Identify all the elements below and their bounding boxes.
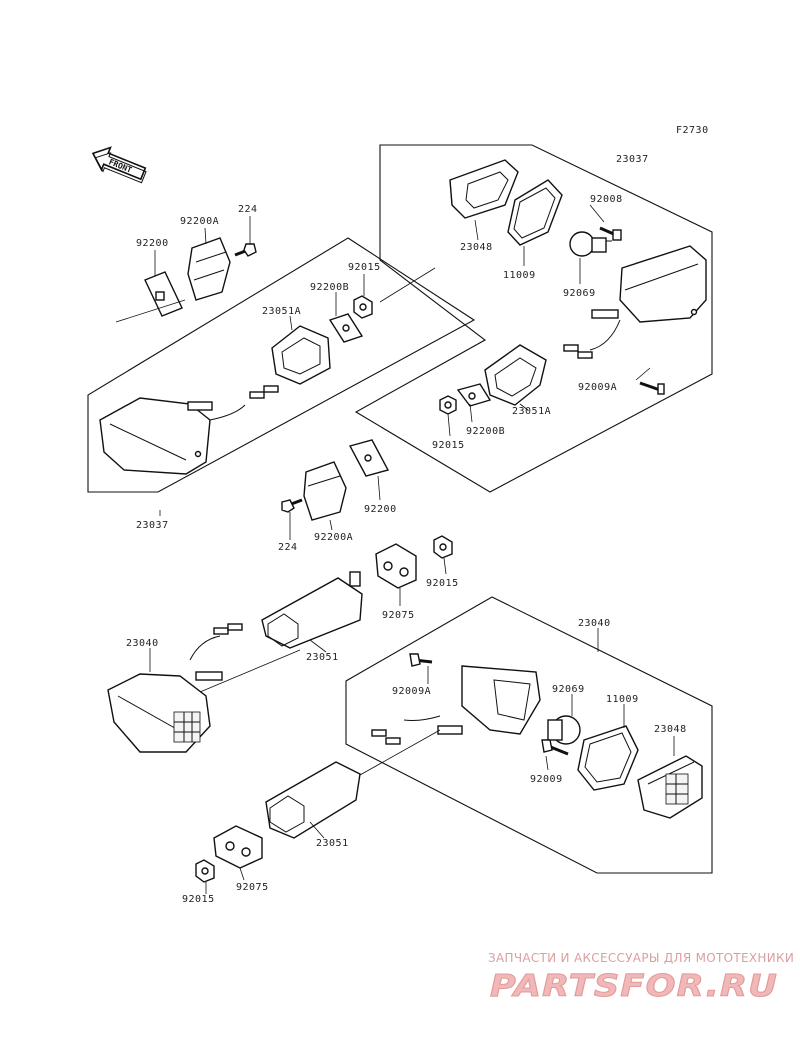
lens-23048-bottom <box>637 755 703 819</box>
callout-23051-bottom: 23051 <box>316 838 349 849</box>
plate-92200B-left <box>328 313 364 343</box>
screw-92009 <box>541 739 569 756</box>
callout-23037-bottom: 23037 <box>136 520 169 531</box>
callout-92009A-top: 92009A <box>578 382 617 393</box>
stem-23051-mid <box>261 571 363 649</box>
watermark-logo: PARTSFOR.RU <box>490 969 778 1004</box>
callout-92200B-left: 92200B <box>310 282 349 293</box>
housing-23040-left <box>107 623 243 753</box>
callout-23037-top: 23037 <box>616 154 649 165</box>
callout-92200B-right: 92200B <box>466 426 505 437</box>
callout-92015-bottom: 92015 <box>182 894 215 905</box>
callout-11009-top: 11009 <box>503 270 536 281</box>
plate-92200-top <box>144 271 183 317</box>
bracket-92200A-top <box>187 237 231 301</box>
leader-lines <box>115 204 675 894</box>
screw-224-mid <box>281 498 303 513</box>
front-arrow-icon: FRONT <box>91 146 147 184</box>
bracket-92200A-mid <box>303 461 347 521</box>
spacer-92075-bottom <box>213 825 263 869</box>
housing-23040-right <box>371 665 541 745</box>
frame-upper-left <box>87 237 476 493</box>
callout-92009A-bottom: 92009A <box>392 686 431 697</box>
callout-23051-mid: 23051 <box>306 652 339 663</box>
boot-23051A-right <box>484 344 547 406</box>
screw-92008 <box>599 226 622 241</box>
nut-92015-bottom <box>195 859 215 883</box>
callout-92009: 92009 <box>530 774 563 785</box>
callout-92200A-top: 92200A <box>180 216 219 227</box>
callout-92075-mid: 92075 <box>382 610 415 621</box>
callout-92015-left: 92015 <box>348 262 381 273</box>
housing-23037-left <box>99 385 279 475</box>
callout-224-mid: 224 <box>278 542 298 553</box>
callout-92200A-mid: 92200A <box>314 532 353 543</box>
callout-92075-bottom: 92075 <box>236 882 269 893</box>
watermark-tagline: ЗАПЧАСТИ И АКСЕССУАРЫ ДЛЯ МОТОТЕХНИКИ <box>488 951 794 965</box>
frame-upper-right <box>354 144 713 493</box>
callout-92069-bottom: 92069 <box>552 684 585 695</box>
callout-92069-top: 92069 <box>563 288 596 299</box>
frame-lower-right <box>345 596 713 874</box>
nut-92015-mid <box>433 535 453 559</box>
bulb-92069-top <box>569 231 612 257</box>
figure-code: F2730 <box>676 125 709 136</box>
lens-23048-top <box>449 159 519 219</box>
screw-224-top <box>234 243 257 257</box>
callout-92200-top: 92200 <box>136 238 169 249</box>
callout-92015-mid: 92015 <box>426 578 459 589</box>
nut-92015-right <box>439 395 457 415</box>
callout-92200-mid: 92200 <box>364 504 397 515</box>
gasket-11009-top <box>507 179 563 246</box>
spacer-92075-mid <box>375 543 417 589</box>
plate-92200B-right <box>456 383 492 407</box>
plate-92200-mid <box>348 439 390 477</box>
callout-92008: 92008 <box>590 194 623 205</box>
callout-224-top: 224 <box>238 204 258 215</box>
nut-92015-left <box>353 295 373 319</box>
callout-23048-bottom: 23048 <box>654 724 687 735</box>
gasket-11009-bottom <box>577 725 639 791</box>
screw-92009A-top <box>639 381 665 395</box>
callout-23048-top: 23048 <box>460 242 493 253</box>
callout-92015-right: 92015 <box>432 440 465 451</box>
housing-23037-right <box>563 245 707 359</box>
stem-23051-bottom <box>265 761 361 839</box>
bulb-92069-bottom <box>547 715 581 745</box>
callout-23051A-right: 23051A <box>512 406 551 417</box>
screw-92009A-bottom <box>409 653 433 667</box>
boot-23051A-left <box>271 325 331 385</box>
callout-23051A-left: 23051A <box>262 306 301 317</box>
callout-11009-bottom: 11009 <box>606 694 639 705</box>
callout-23040-right: 23040 <box>578 618 611 629</box>
callout-23040-left: 23040 <box>126 638 159 649</box>
